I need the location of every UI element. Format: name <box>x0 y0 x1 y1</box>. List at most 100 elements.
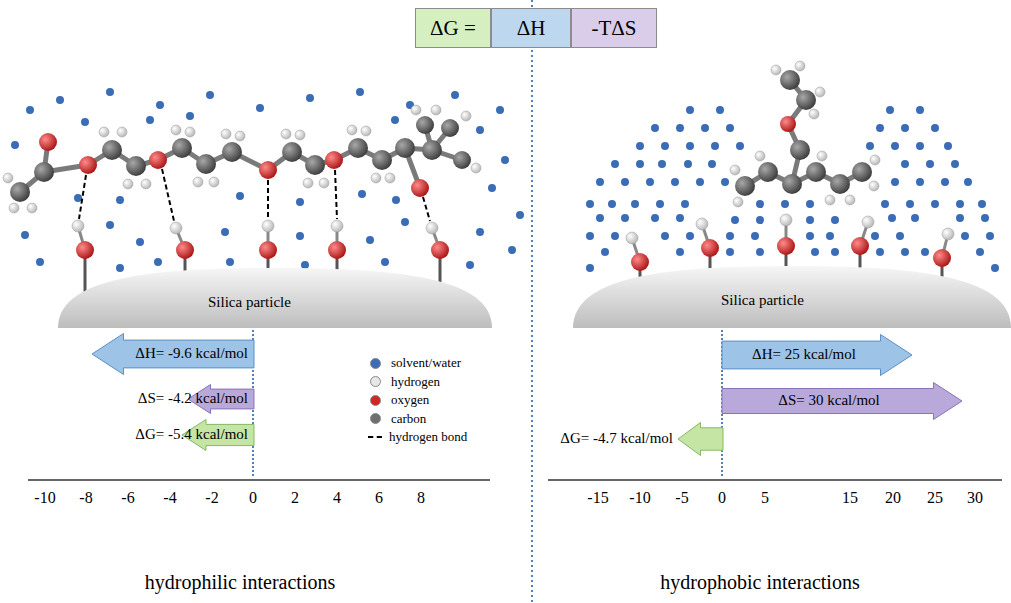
axis-line <box>548 479 1002 481</box>
oxygen-atom <box>780 116 796 132</box>
carbon-atom <box>790 140 810 160</box>
hydrogen-atom <box>99 127 109 137</box>
carbon-atom <box>305 155 325 175</box>
bond <box>78 220 948 262</box>
axis-tick-label: -5 <box>675 489 688 507</box>
legend-text: oxygen <box>391 392 429 408</box>
equation-term: ΔG = <box>430 16 476 40</box>
carbon-atom <box>422 140 442 160</box>
divider-line <box>531 0 533 603</box>
oxygen-atom <box>933 249 951 267</box>
hydrogen-atom <box>193 177 203 187</box>
hydrogen-atom <box>319 178 329 188</box>
legend-row: hydrogen bond <box>368 428 467 447</box>
legend-swatch <box>370 413 381 424</box>
hydrogen-atom <box>235 131 245 141</box>
axis-line <box>28 479 490 481</box>
hydrogen-bond <box>267 180 269 219</box>
oxygen-atom <box>631 253 649 271</box>
axis-tick-label: -8 <box>79 489 92 507</box>
equation-term: -TΔS <box>591 16 636 40</box>
hydrogen-atom <box>295 130 305 140</box>
oxygen-atom <box>851 237 869 255</box>
carbon-atom <box>441 119 459 137</box>
axis-tick-label: -2 <box>205 489 218 507</box>
carbon-atom <box>10 182 30 202</box>
axis-tick-label: 4 <box>333 489 341 507</box>
energy-value: ΔS= -4.2 kcal/mol <box>138 390 248 407</box>
hydrogen-bond <box>79 175 86 219</box>
carbon-atom <box>806 162 826 182</box>
axis-tick-label: -6 <box>121 489 134 507</box>
silica-surface <box>58 268 492 328</box>
carbon-atom <box>196 154 216 174</box>
hydrogen-atom <box>942 228 954 240</box>
hydrogen-atom <box>27 203 37 213</box>
hydrogen-atom <box>733 197 743 207</box>
particle-label: Silica particle <box>208 294 291 311</box>
legend-text: solvent/water <box>391 355 461 371</box>
hydrogen-atom <box>262 220 274 232</box>
hydrogen-atom <box>780 214 792 226</box>
hydrogen-atom <box>825 195 835 205</box>
hydrogen-bond <box>423 197 430 221</box>
energy-arrow: ΔG= -4.7 kcal/mol <box>556 422 723 456</box>
hydrogen-atom <box>209 177 219 187</box>
axis-tick-label: -10 <box>629 489 650 507</box>
carbon-atom <box>282 142 302 162</box>
hydrogen-atom <box>385 173 395 183</box>
oxygen-atom <box>39 116 951 271</box>
carbon-atom <box>780 70 800 90</box>
hydrogen-atom <box>371 173 381 183</box>
hydrogen-atom <box>471 163 481 173</box>
carbon-atom <box>102 140 122 160</box>
energy-arrow: ΔH= -9.6 kcal/mol <box>92 333 254 375</box>
carbon-atom <box>10 70 872 202</box>
hydrogen-atom <box>730 165 740 175</box>
energy-value: ΔS= 30 kcal/mol <box>778 392 879 409</box>
legend: solvent/waterhydrogenoxygencarbonhydroge… <box>368 354 467 447</box>
hydrogen-atom <box>626 232 638 244</box>
energy-arrow-shape <box>182 420 254 451</box>
hydrogen-atom <box>755 151 765 161</box>
energy-arrow-shape <box>92 334 254 375</box>
hydrogen-atom <box>815 87 825 97</box>
axis-tick-label: 25 <box>927 489 943 507</box>
silica-surface <box>573 266 1011 328</box>
axis-tick-label: 2 <box>291 489 299 507</box>
silica-particle: Silica particle <box>573 266 1011 328</box>
carbon-atom <box>453 151 471 169</box>
legend-row: solvent/water <box>368 354 467 373</box>
hydrogen-atom <box>426 222 438 234</box>
zero-line <box>253 330 722 476</box>
carbon-atom <box>372 150 392 170</box>
carbon-atom <box>416 116 434 134</box>
oxygen-atom <box>39 133 57 151</box>
energy-arrow: ΔS= 30 kcal/mol <box>722 382 962 420</box>
energy-value: ΔH= -9.6 kcal/mol <box>135 345 248 362</box>
legend-swatch <box>370 376 381 387</box>
carbon-atom <box>172 138 192 158</box>
oxygen-atom <box>777 237 795 255</box>
axis-tick-label: -15 <box>587 489 608 507</box>
energy-arrow-shape <box>722 335 912 376</box>
silica-particle: Silica particle <box>58 268 492 328</box>
hydrogen-atom <box>117 127 127 137</box>
hydrogen-atom <box>869 181 879 191</box>
hydrogen-atom <box>771 65 781 75</box>
oxygen-atom <box>431 241 449 259</box>
oxygen-atom <box>79 156 97 174</box>
hydrogen-atom <box>72 220 84 232</box>
carbon-atom <box>758 162 778 182</box>
axis-tick-label: 8 <box>417 489 425 507</box>
hydrogen-atom <box>696 218 708 230</box>
hydrogen-atom <box>809 109 819 119</box>
carbon-atom <box>852 162 872 182</box>
carbon-atom <box>348 138 368 158</box>
energy-arrow: ΔH= 25 kcal/mol <box>722 334 912 376</box>
hydrogen-atom <box>862 216 874 228</box>
hydrogen-atom <box>185 127 195 137</box>
hydrogen-atom <box>870 155 880 165</box>
panel-caption: hydrophobic interactions <box>660 571 859 594</box>
legend-row: oxygen <box>368 391 467 410</box>
